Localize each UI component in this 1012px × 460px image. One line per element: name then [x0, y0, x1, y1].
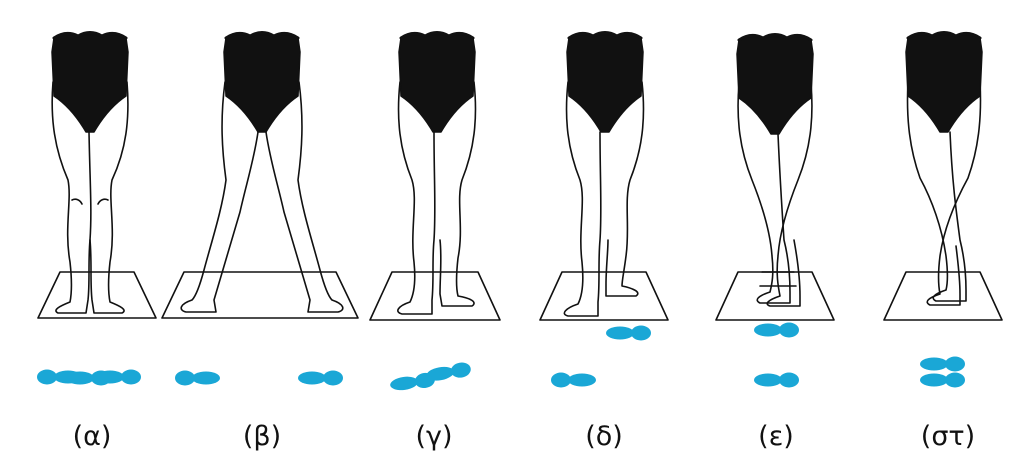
panel-beta	[162, 33, 358, 319]
caption-delta: (δ)	[544, 420, 664, 454]
caption-epsilon: (ε)	[716, 420, 836, 454]
briefs-gamma	[399, 33, 475, 133]
left-leg-beta	[181, 82, 258, 312]
footprints-delta	[551, 326, 651, 388]
caption-gamma: (γ)	[374, 420, 494, 454]
briefs-stigma	[906, 33, 982, 133]
footprints-gamma	[389, 361, 472, 393]
floor-square-epsilon	[716, 272, 834, 320]
footprints-alpha	[37, 370, 141, 386]
footprints-beta	[175, 371, 343, 386]
right-leg-beta	[266, 82, 343, 312]
footprints-stigma	[920, 357, 965, 388]
panel-epsilon	[716, 35, 834, 321]
caption-beta: (β)	[202, 420, 322, 454]
briefs-alpha	[52, 33, 128, 133]
caption-alpha: (α)	[32, 420, 152, 454]
panel-alpha	[38, 33, 156, 319]
panel-gamma	[370, 33, 500, 321]
briefs-delta	[567, 33, 643, 133]
floor-square-delta	[540, 272, 668, 320]
briefs-epsilon	[737, 35, 813, 135]
briefs-beta	[224, 33, 300, 133]
panel-stigma	[884, 33, 1002, 321]
caption-stigma: (στ)	[888, 420, 1008, 454]
panel-delta	[540, 33, 668, 321]
floor-square-gamma	[370, 272, 500, 320]
floor-square-stigma	[884, 272, 1002, 320]
footprints-epsilon	[754, 323, 799, 388]
